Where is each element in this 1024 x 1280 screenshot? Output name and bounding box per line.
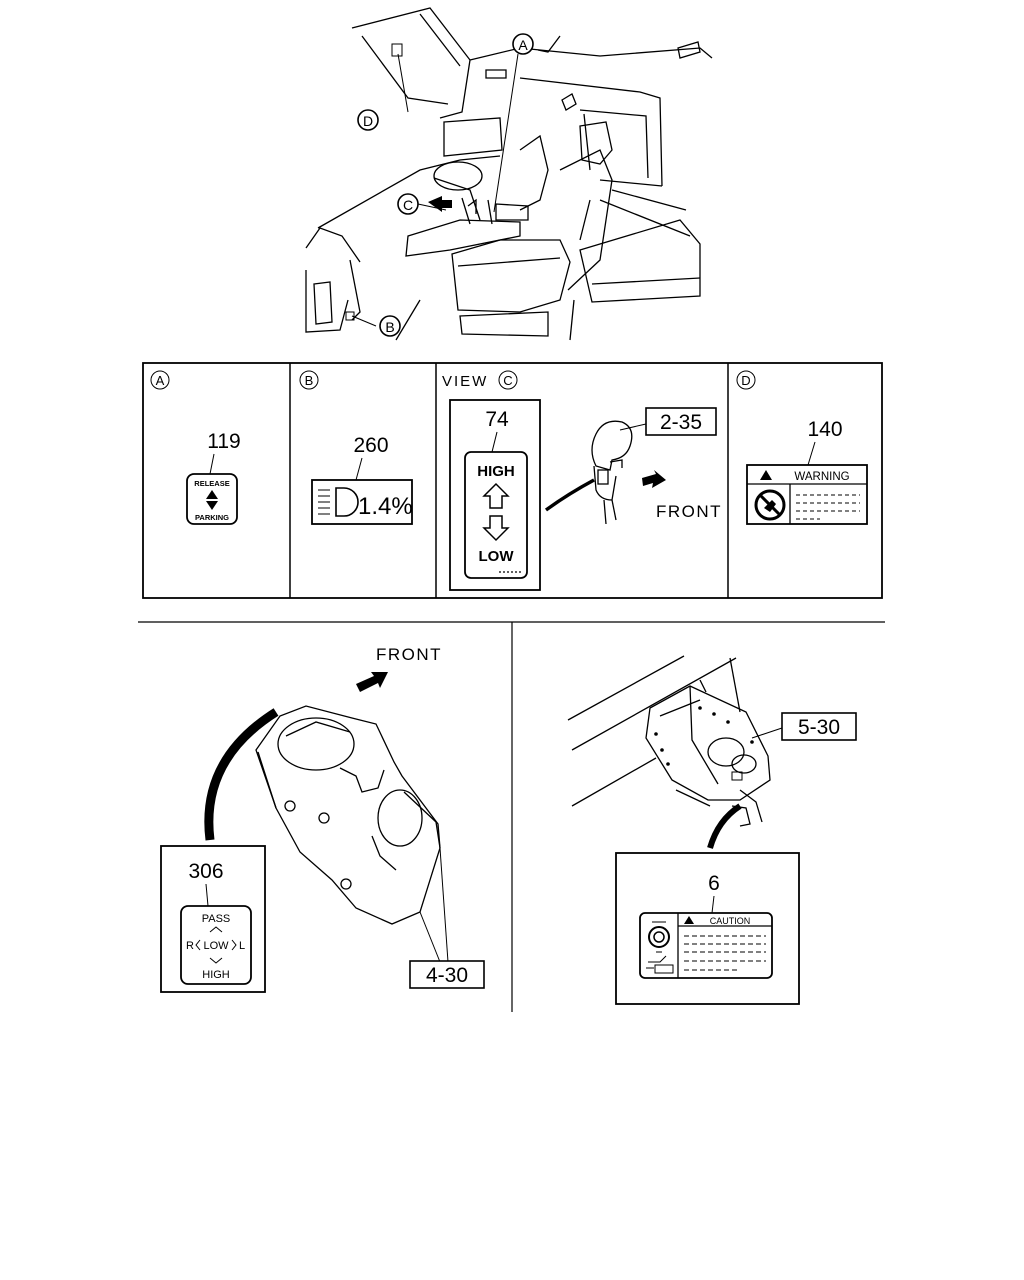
front-arrow-icon <box>356 672 388 692</box>
parking-text: PARKING <box>195 513 229 522</box>
chevron-up-icon <box>209 926 223 933</box>
view-word: VIEW <box>442 373 488 390</box>
up-triangle-icon <box>206 490 218 499</box>
callout-c-letter: C <box>403 197 413 213</box>
warning-triangle-icon <box>760 470 772 480</box>
warning-text: WARNING <box>794 471 849 483</box>
caution-label <box>639 912 773 979</box>
callout-a: A <box>512 33 534 55</box>
headlight-switch-label <box>180 905 252 985</box>
chevron-down-icon <box>209 957 223 964</box>
high-text: HIGH <box>477 463 515 480</box>
panel-c-letter: C <box>503 373 512 388</box>
panel-a-ref: 119 <box>207 430 240 453</box>
detail-panels <box>142 362 883 599</box>
caution-text: CAUTION <box>710 916 751 926</box>
bottom-left-section: FRONT 4-30 306 PASS R L <box>160 645 485 993</box>
panel-d-ref: 140 <box>807 418 842 441</box>
callout-c: C <box>397 193 419 215</box>
cab-interior-illustration <box>305 7 713 341</box>
chevron-right-icon <box>231 939 237 951</box>
panel-c-part-ref: 2-35 <box>660 411 702 434</box>
range-selector-label <box>464 451 528 579</box>
frame-bracket-illustration <box>645 657 771 827</box>
down-triangle-icon <box>206 501 218 510</box>
up-arrow-icon <box>482 482 510 509</box>
callout-b: B <box>379 315 401 337</box>
front-arrow-icon <box>642 470 666 488</box>
l-text: L <box>239 940 245 952</box>
r-text: R <box>186 940 194 952</box>
callout-d: D <box>357 109 379 131</box>
panel-d: D 140 WARNING <box>736 370 868 525</box>
pointer-curve <box>544 478 595 512</box>
low-text: LOW <box>479 548 515 565</box>
shift-knob-illustration <box>591 420 633 525</box>
chevron-left-icon <box>195 939 201 951</box>
callout-b-letter: B <box>385 319 394 335</box>
panel-d-letter: D <box>741 373 750 388</box>
bottom-right-part-ref: 5-30 <box>798 716 840 739</box>
low-text: LOW <box>203 940 229 952</box>
panel-a-letter: A <box>156 373 165 388</box>
callout-d-letter: D <box>363 113 373 129</box>
bottom-right-ref: 6 <box>708 872 720 895</box>
bottom-right-section: 5-30 6 CAUTION <box>567 655 857 1005</box>
down-arrow-icon <box>482 515 510 542</box>
panel-c: VIEW C 74 HIGH LOW 2-35 FRONT <box>442 370 722 591</box>
caution-triangle-icon <box>684 916 694 924</box>
bottom-left-front: FRONT <box>376 645 442 664</box>
pointer-curve <box>707 803 742 849</box>
panel-a: A 119 RELEASE PARKING <box>150 370 241 525</box>
panel-c-front: FRONT <box>656 502 722 521</box>
combination-switch-illustration <box>255 705 441 925</box>
prohibition-icon <box>754 489 786 521</box>
headlamp-readout: 1.4% <box>358 493 413 520</box>
callout-a-letter: A <box>518 37 528 53</box>
gauge-icon <box>646 921 674 974</box>
panel-c-ref: 74 <box>485 408 509 431</box>
release-text: RELEASE <box>194 479 229 488</box>
panel-b: B 260 1.4% <box>299 370 413 525</box>
panel-b-letter: B <box>305 373 314 388</box>
pointer-curve <box>204 708 279 841</box>
bottom-left-part-ref: 4-30 <box>426 964 468 987</box>
headlamp-icon <box>318 487 359 517</box>
high-text: HIGH <box>202 969 230 981</box>
pass-text: PASS <box>202 913 231 925</box>
bottom-left-ref: 306 <box>188 860 223 883</box>
panel-b-ref: 260 <box>353 434 388 457</box>
